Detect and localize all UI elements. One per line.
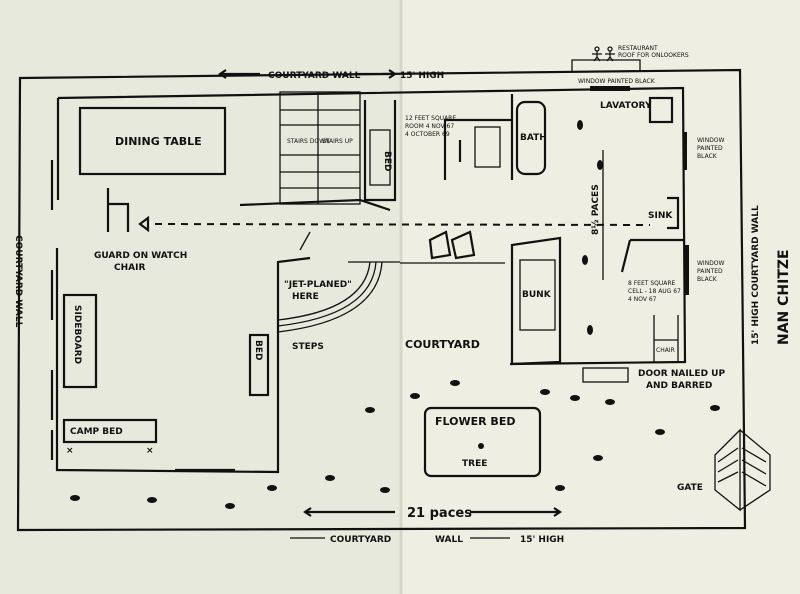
bunk-room [510,236,562,366]
bath-label: BATH [520,133,547,143]
dining-table [78,106,227,176]
bed-top-wall [363,100,397,202]
window-right-2-label: BLACK [697,276,718,283]
door-note-1: DOOR NAILED UP [638,369,725,379]
house-outer-wall [56,86,687,366]
restaurant-roof [571,59,641,72]
steps-top-wall [348,261,505,264]
window-right-1-label: BLACK [697,153,718,160]
cell-note-1: 8 FEET SQUARE [628,280,676,287]
sink-label: SINK [648,211,673,221]
wall-bottom-label: WALL [435,535,463,545]
bunk [519,259,556,331]
paces-bottom-label: 21 paces [407,506,472,521]
right-wall-label: 15' HIGH COURTYARD WALL [751,205,761,345]
height-bottom-label: 15' HIGH [520,535,564,545]
dining-table-label: DINING TABLE [115,135,202,148]
guard-chair-label: CHAIR [114,263,145,273]
restaurant-roof-label: ROOF FOR ONLOOKERS [618,52,689,59]
guard-label: GUARD ON WATCH [94,251,187,261]
room-note-2: ROOM 4 NOV 67 [405,123,454,130]
bath [515,100,547,176]
gate-label: GATE [677,483,703,493]
onlooker-figures-icon [592,46,615,62]
sink [667,196,680,230]
bunk-label: BUNK [522,290,552,300]
paces-bottom-arrow [303,507,562,517]
left-wall-label: COURTYARD WALL [13,235,23,328]
bed-top-label: BED [382,151,392,171]
bed-leg-mark: × [146,446,154,456]
window-top-label: WINDOW PAINTED BLACK [578,78,656,85]
basins [428,230,476,260]
courtyard-wall-bottom-label: COURTYARD [330,535,391,545]
room-note-3: 4 OCTOBER 69 [405,131,450,138]
window-right-2 [685,245,689,295]
courtyard-wall-top-label: COURTYARD WALL [268,71,361,81]
flower-bed-label: FLOWER BED [435,415,515,428]
door-note-2: AND BARRED [646,381,712,391]
window-right-1 [683,132,687,170]
right-room-partition [443,94,514,180]
stairs-down-label: STAIRS DOWN [287,138,330,145]
door-left [299,231,311,251]
arrow-left-top [218,69,260,79]
bed-leg-mark: × [66,446,74,456]
steps-label: STEPS [292,342,324,352]
eye-arrow-icon [138,215,150,233]
sideboard [62,293,98,389]
window-right-2-label: PAINTED [697,268,723,275]
bed-top [369,129,391,186]
jet-planed-here-label: HERE [292,292,319,302]
window-right-1-label: PAINTED [697,145,723,152]
stairs [279,91,361,205]
guard-chair [106,188,130,232]
camp-bed-label: CAMP BED [70,427,123,437]
right-page [400,0,800,594]
left-room-wall [55,248,311,474]
window-right-1-label: WINDOW [697,137,725,144]
room-note-1: 12 FEET SQUARE [405,115,456,122]
table-right [474,126,501,168]
height-top-label: 15' HIGH [400,71,444,81]
paces-right-label: 8½ PACES [590,184,601,235]
chair-cell-label: CHAIR [656,347,675,354]
tree-icon [478,443,484,449]
lavatory [648,96,674,124]
courtyard-wall [16,68,747,532]
jet-planed-label: "JET-PLANED" [284,280,352,290]
arrow-right-top [355,69,397,79]
left-page [0,0,400,594]
tree-label: TREE [462,459,487,469]
lavatory-label: LAVATORY [600,101,652,111]
restaurant-label: RESTAURANT [618,45,658,52]
gate-icon [714,428,771,512]
camp-bed [62,418,158,444]
cell-note-2: CELL - 18 AUG 67 [628,288,681,295]
bed-left-label: BED [253,340,263,360]
footprints [70,120,720,509]
sideboard-label: SIDEBOARD [72,305,82,364]
landing-wall [239,198,391,212]
cell-wall [620,238,685,273]
flower-bed [423,406,542,478]
line-of-sight [154,223,651,226]
stairs-up-label: STAIRS UP [322,138,353,145]
curved-steps [277,261,383,333]
nailed-door-steps [582,367,629,383]
window-right-2-label: WINDOW [697,260,725,267]
cell-note-3: 4 NOV 67 [628,296,657,303]
chair-cell [653,315,679,362]
street-label: NAN CHITZE [776,249,792,345]
bed-left [248,333,270,397]
courtyard-label: COURTYARD [405,338,480,351]
